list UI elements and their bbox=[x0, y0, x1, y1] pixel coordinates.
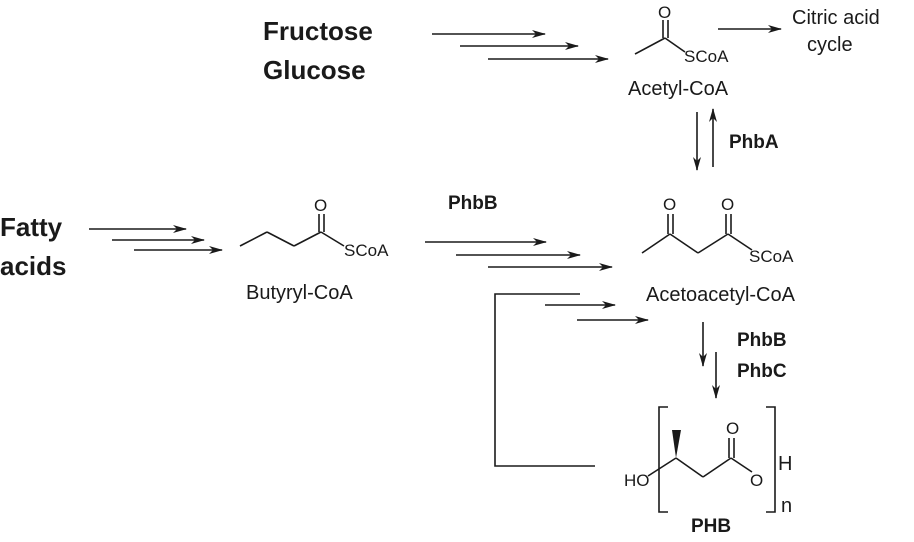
recycle-loop-line bbox=[494, 293, 595, 467]
phbb-top-label: PhbB bbox=[448, 193, 498, 214]
left-bracket bbox=[658, 406, 668, 513]
glucose-label: Glucose bbox=[263, 55, 366, 85]
phb-ho-atom: HO bbox=[624, 471, 650, 490]
sugar-to-acetylcoa-arrows bbox=[432, 30, 609, 63]
recycle-arrows bbox=[545, 301, 649, 324]
butyryl-scoa-atom: SCoA bbox=[344, 241, 389, 260]
citric-acid-label: Citric acid bbox=[792, 7, 880, 29]
cycle-label: cycle bbox=[807, 34, 853, 56]
acetoacetyl-coa-label: Acetoacetyl-CoA bbox=[646, 284, 796, 306]
wedge-bond bbox=[672, 430, 681, 458]
acetyl-scoa-atom: SCoA bbox=[684, 47, 729, 66]
acetoacetyl-scoa-atom: SCoA bbox=[749, 247, 794, 266]
fatty-label: Fatty bbox=[0, 212, 63, 242]
phb-label: PHB bbox=[691, 516, 731, 537]
fatty-to-butyryl-arrows bbox=[89, 225, 223, 254]
phb-h-atom: H bbox=[778, 453, 792, 475]
butyryl-coa-structure: O SCoA bbox=[239, 196, 389, 260]
phb-ester-o-atom: O bbox=[750, 471, 763, 490]
acetyl-coa-structure: O SCoA bbox=[634, 3, 729, 66]
phb-carbonyl-o-atom: O bbox=[726, 419, 739, 438]
acetoacetyl-o1-atom: O bbox=[663, 195, 676, 214]
repeat-n-label: n bbox=[781, 495, 792, 517]
acetyl-coa-label: Acetyl-CoA bbox=[628, 78, 729, 100]
acetoacetyl-o2-atom: O bbox=[721, 195, 734, 214]
butyryl-to-acetoacetyl-arrows bbox=[425, 238, 613, 271]
phba-label: PhbA bbox=[729, 132, 779, 153]
phbb-label: PhbB bbox=[737, 330, 787, 351]
butyryl-o-atom: O bbox=[314, 196, 327, 215]
phb-structure: HO O O H n bbox=[624, 406, 792, 517]
acids-label: acids bbox=[0, 251, 67, 281]
fructose-label: Fructose bbox=[263, 16, 373, 46]
acetyl-o-atom: O bbox=[658, 3, 671, 22]
butyryl-coa-label: Butyryl-CoA bbox=[246, 282, 353, 304]
right-bracket bbox=[766, 406, 776, 513]
acetoacetyl-coa-structure: O O SCoA bbox=[641, 195, 794, 266]
phbc-label: PhbC bbox=[737, 361, 787, 382]
